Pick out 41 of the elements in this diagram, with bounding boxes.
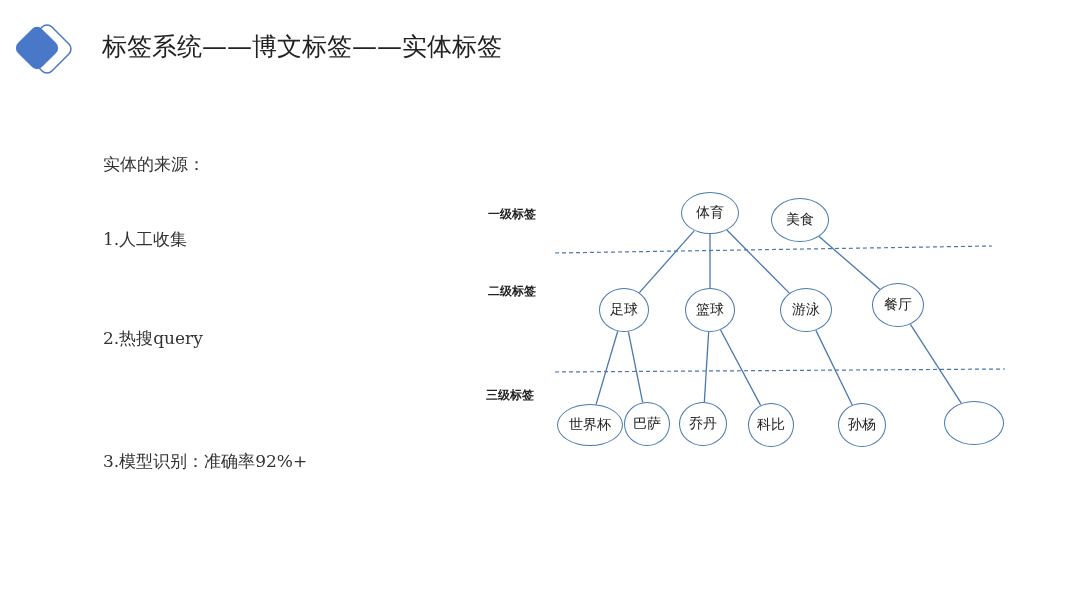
- tag-ellipse: [872, 283, 924, 327]
- tag-text: 孙杨: [848, 416, 876, 434]
- list-text: 1.人工收集: [103, 228, 188, 251]
- tag-ellipse: [771, 198, 829, 242]
- connector-line: [703, 331, 710, 403]
- tag-text: 游泳: [792, 301, 820, 319]
- tag-ellipse: [838, 403, 886, 447]
- connector-line: [595, 330, 619, 405]
- tag-ellipse: [685, 288, 735, 332]
- connector-line: [818, 235, 881, 290]
- connector-line: [627, 331, 644, 404]
- tag-text: 美食: [786, 211, 814, 229]
- list-text: 实体的来源：: [103, 153, 205, 176]
- tag-text: 餐厅: [884, 296, 912, 314]
- level-label: 二级标签: [488, 283, 536, 300]
- slide-title: 标签系统——博文标签——实体标签: [102, 31, 502, 63]
- tag-ellipse: [624, 402, 670, 446]
- tag-text: 乔丹: [689, 415, 717, 433]
- tag-text: 世界杯: [569, 416, 611, 434]
- connector-line: [909, 323, 962, 404]
- tag-text: 足球: [610, 301, 638, 319]
- connector-line: [709, 233, 711, 289]
- connector-line: [638, 230, 695, 294]
- connector-line: [815, 329, 853, 406]
- tag-text: 体育: [696, 204, 724, 222]
- level-label: 三级标签: [486, 387, 534, 404]
- tag-ellipse: [599, 288, 649, 332]
- tag-text: 科比: [757, 416, 785, 434]
- connector-line: [726, 229, 790, 294]
- list-text: 2.热搜query: [103, 327, 203, 350]
- tag-ellipse: [780, 288, 832, 332]
- tag-ellipse: [679, 402, 727, 446]
- tag-ellipse: [748, 403, 794, 447]
- level-label: 一级标签: [488, 206, 536, 223]
- tag-ellipse: [557, 404, 623, 446]
- tag-text: 巴萨: [633, 415, 661, 433]
- connector-line: [719, 329, 762, 407]
- tag-ellipse: [944, 401, 1004, 445]
- tag-text: 篮球: [696, 301, 724, 319]
- list-text: 3.模型识别：准确率92%+: [103, 450, 308, 473]
- tag-ellipse: [681, 192, 739, 234]
